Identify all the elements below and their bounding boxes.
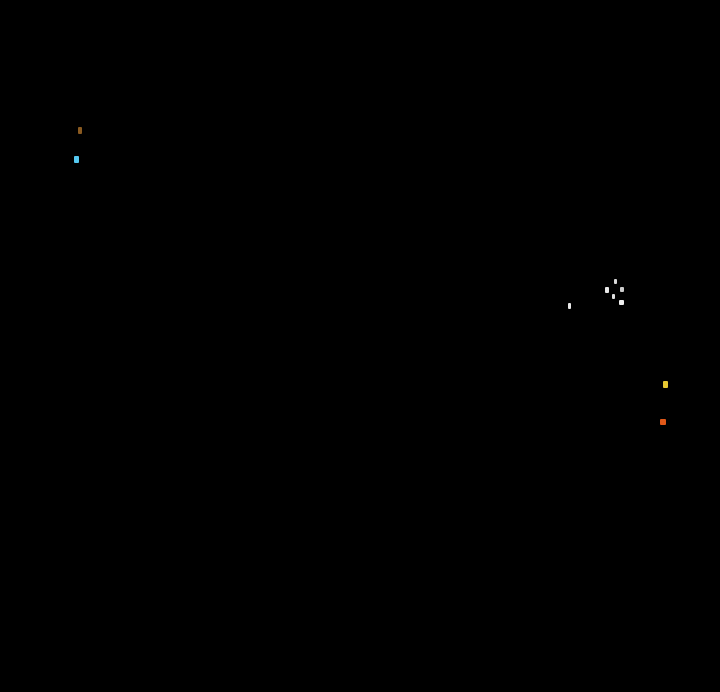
white-speck (605, 287, 609, 293)
white-speck (619, 300, 624, 305)
white-speck (620, 287, 624, 292)
cyan-speck (74, 156, 79, 163)
orange-speck (660, 419, 666, 425)
white-speck (568, 303, 571, 309)
white-speck (614, 279, 617, 284)
white-speck (612, 294, 615, 299)
amber-speck (78, 127, 82, 134)
yellow-speck (663, 381, 668, 388)
